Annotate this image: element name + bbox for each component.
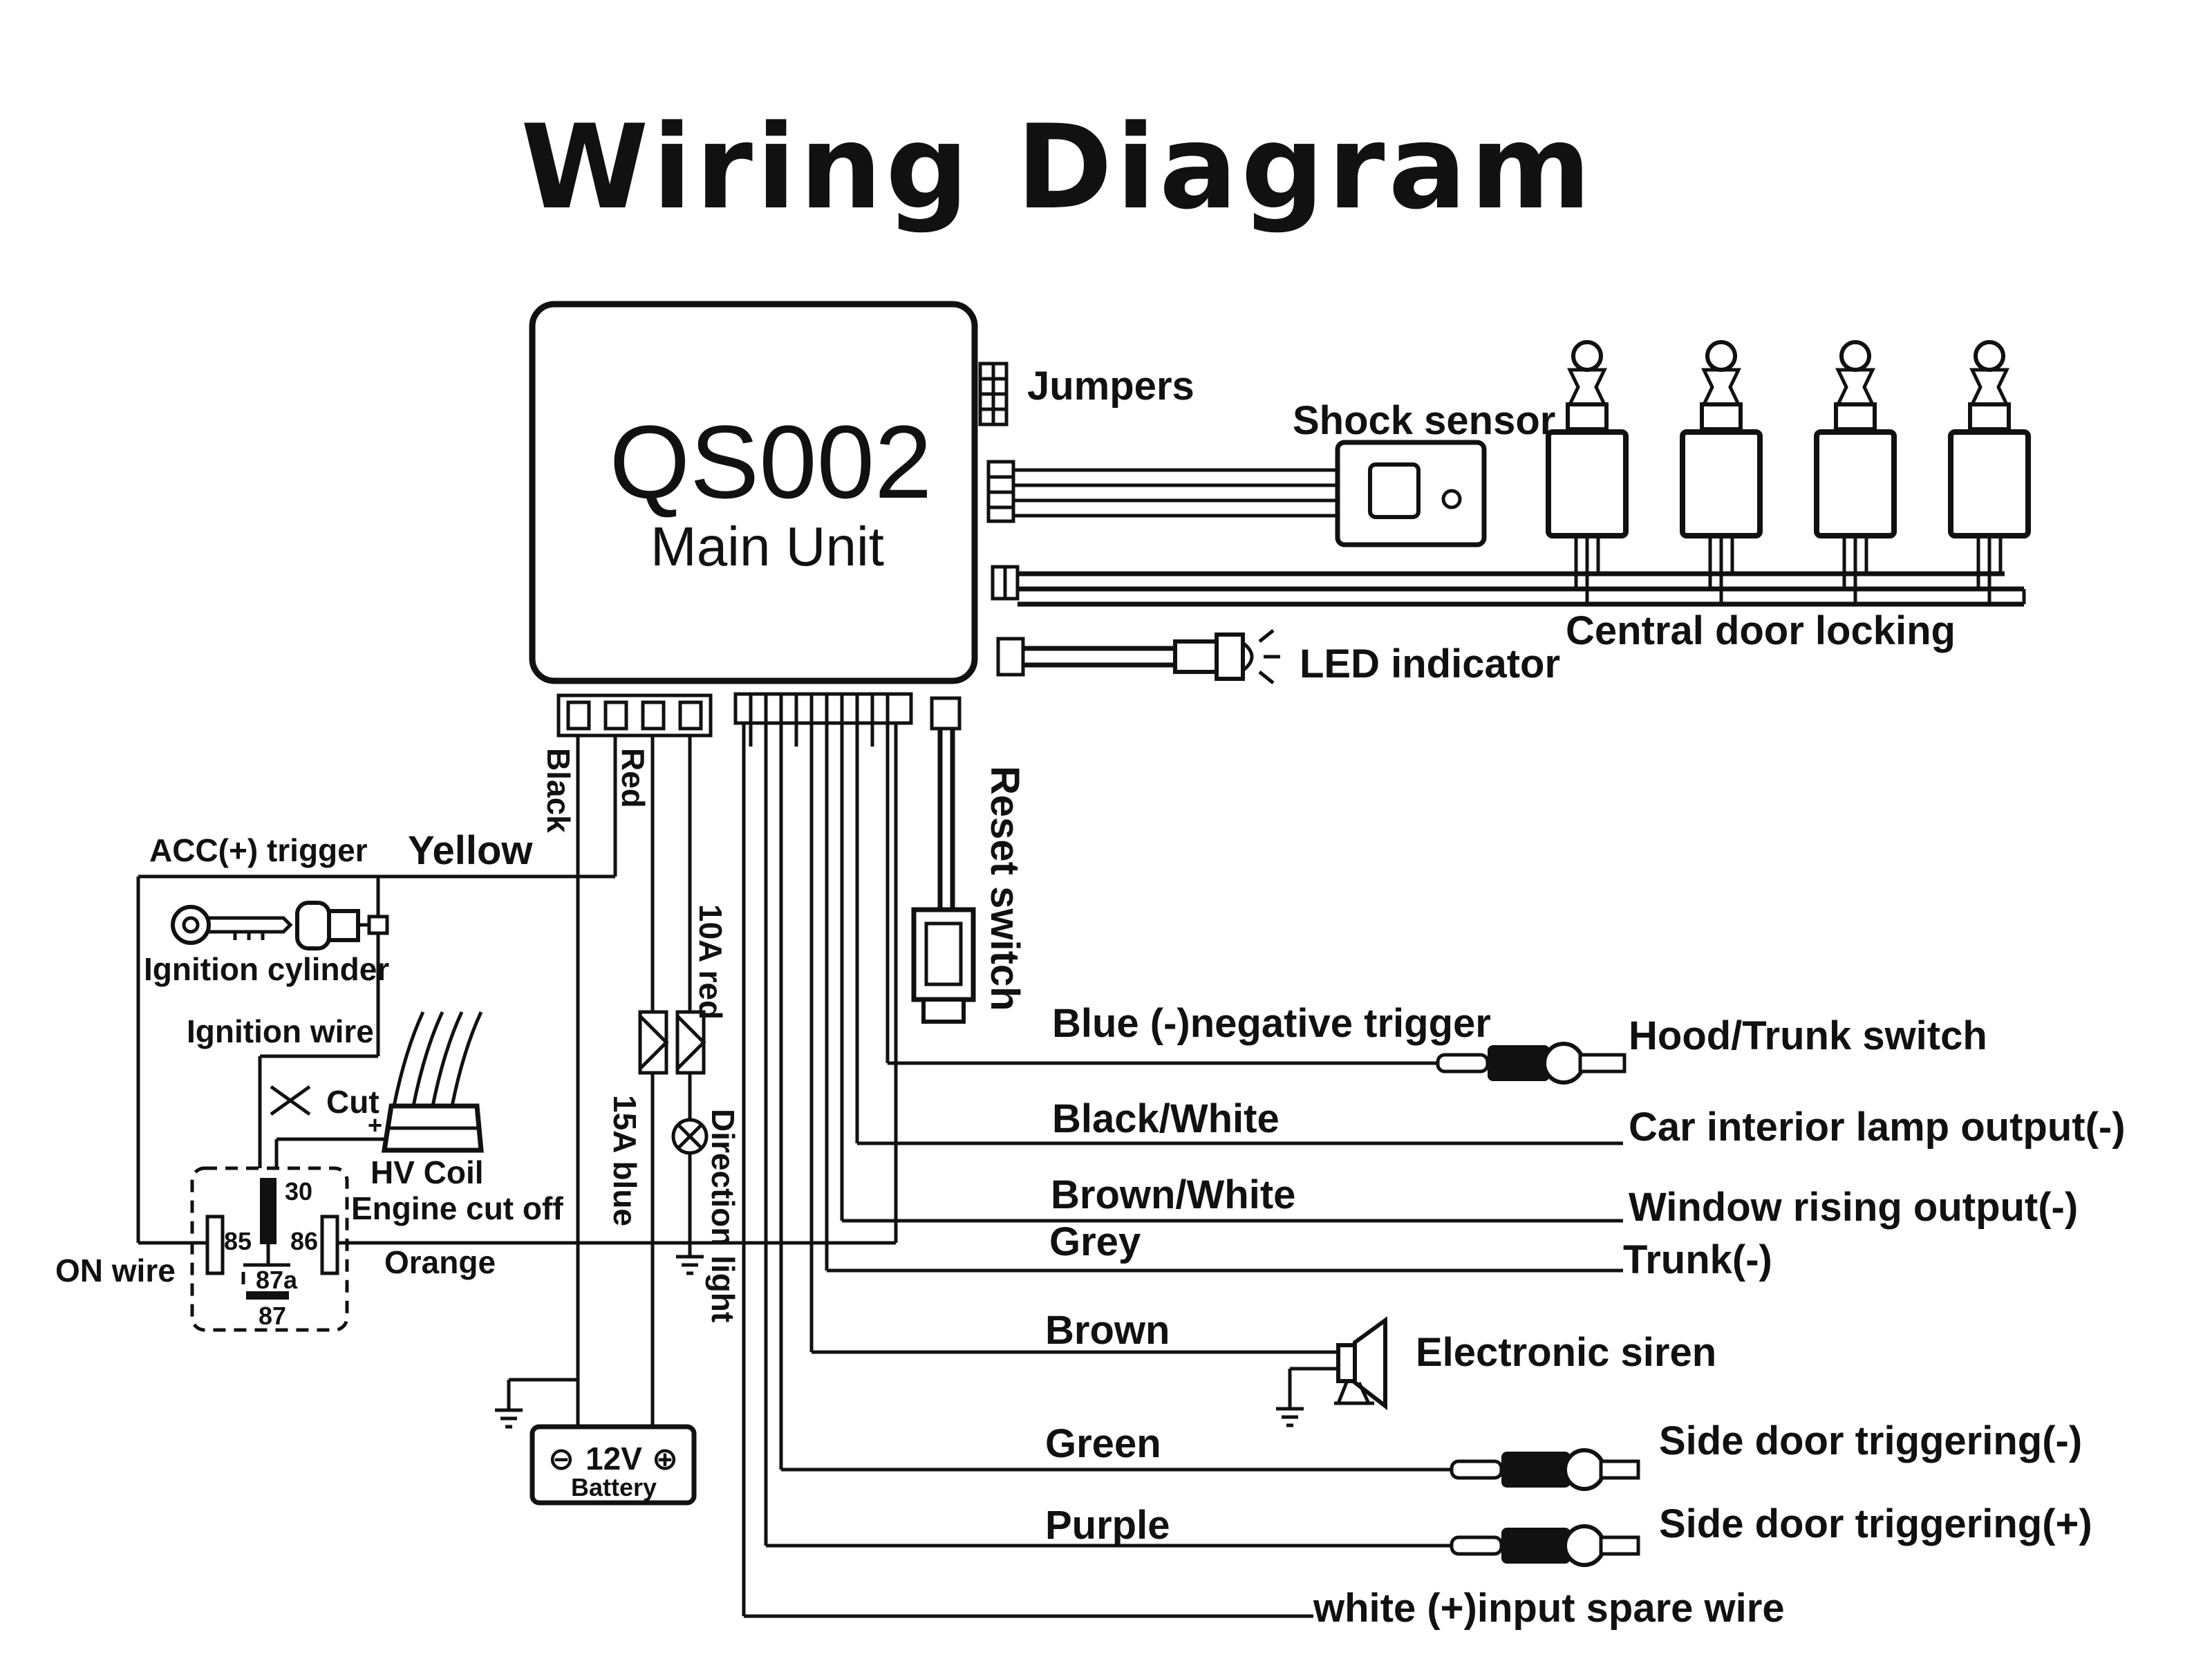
relay-pin-30: 30 <box>285 1177 312 1206</box>
battery-plus-icon: ⊕ <box>652 1441 679 1477</box>
led-indicator-icon <box>1173 629 1280 684</box>
output-function-label-3: Trunk(-) <box>1623 1237 1772 1282</box>
on-wire-label: ON wire <box>55 1253 176 1288</box>
output-function-label-0: Hood/Trunk switch <box>1629 1013 1987 1058</box>
actuator-1 <box>1546 340 1629 604</box>
output-wire-label-6: Purple <box>1045 1503 1170 1548</box>
side-door-switch-pos-icon <box>1450 1524 1640 1567</box>
output-function-label-1: Car interior lamp output(-) <box>1629 1105 2126 1150</box>
hood-trunk-switch-icon <box>1436 1042 1627 1085</box>
output-wire-label-0: Blue (-)negative trigger <box>1052 1001 1491 1046</box>
hv-coil-plus: + <box>368 1111 382 1139</box>
actuator-2 <box>1680 340 1763 604</box>
main-unit: QS002 Main Unit <box>529 301 978 684</box>
shock-sensor-connector <box>986 460 1015 523</box>
hv-coil-label: HV Coil <box>371 1154 484 1190</box>
ignition-cylinder-icon <box>295 901 389 950</box>
ignition-key-icon <box>171 905 293 945</box>
ignition-cylinder-label: Ignition cylinder <box>144 951 389 987</box>
output-function-label-4: Electronic siren <box>1416 1330 1716 1375</box>
battery-minus-icon: ⊖ <box>548 1441 575 1477</box>
reset-switch-label: Reset switch <box>982 766 1027 1011</box>
hv-coil-icon: + <box>368 1011 484 1153</box>
yellow-wire-label: Yellow <box>408 828 533 873</box>
jumpers-connector <box>978 362 1009 427</box>
relay-pin-85: 85 <box>224 1227 252 1255</box>
relay-pin-87a: 87a <box>256 1266 298 1294</box>
shock-sensor <box>1335 440 1487 547</box>
engine-cut-off-label: Engine cut off <box>351 1190 563 1226</box>
acc-trigger-label: ACC(+) trigger <box>149 832 368 868</box>
output-wire-label-1: Black/White <box>1052 1096 1280 1141</box>
reset-switch <box>911 696 976 1024</box>
led-indicator-label: LED indicator <box>1300 641 1560 686</box>
fuse-10a-icon <box>675 1010 706 1075</box>
output-wire-label-7: white (+)input spare wire <box>1313 1586 1785 1631</box>
fuse-10a-label: 10A red <box>693 904 729 1020</box>
output-function-label-5: Side door triggering(-) <box>1659 1418 2082 1463</box>
red-wire-label: Red <box>615 748 651 808</box>
output-function-label-6: Side door triggering(+) <box>1659 1501 2092 1546</box>
fuse-15a-icon <box>638 1010 669 1075</box>
actuator-4 <box>1948 340 2031 604</box>
output-function-label-2: Window rising output(-) <box>1629 1185 2078 1230</box>
output-wire-label-4: Brown <box>1045 1308 1170 1353</box>
ground-icon <box>676 1255 704 1275</box>
relay-pin-87: 87 <box>259 1302 286 1330</box>
battery-ground-icon <box>495 1408 523 1429</box>
siren-ground-icon <box>1276 1407 1304 1427</box>
cut-icon <box>270 1085 311 1116</box>
ignition-wire-label: Ignition wire <box>187 1013 374 1049</box>
direction-light-label: Direction light <box>705 1109 741 1322</box>
battery <box>529 1424 697 1506</box>
jumpers-label: Jumpers <box>1027 364 1194 409</box>
cut-label: Cut <box>326 1084 379 1120</box>
black-wire-label: Black <box>541 748 577 833</box>
battery-voltage: 12V <box>585 1441 642 1477</box>
central-lock-connector <box>991 565 1020 601</box>
main-unit-model: QS002 <box>610 404 932 520</box>
shock-sensor-label: Shock sensor <box>1293 398 1555 443</box>
output-wire-label-2: Brown/White <box>1051 1172 1295 1217</box>
relay-pin-86: 86 <box>290 1227 318 1255</box>
output-wire-label-5: Green <box>1045 1421 1161 1466</box>
output-wire-label-3: Grey <box>1049 1219 1141 1264</box>
relay <box>190 1166 349 1332</box>
diagram-title: Wiring Diagram <box>521 100 1595 235</box>
battery-label: Battery <box>571 1473 657 1501</box>
power-connector <box>556 693 713 738</box>
orange-wire-label: Orange <box>384 1244 496 1280</box>
side-door-switch-neg-icon <box>1450 1448 1640 1491</box>
actuator-3 <box>1814 340 1897 604</box>
central-door-locking-label: Central door locking <box>1566 608 1956 653</box>
harness-connector <box>733 692 913 725</box>
electronic-siren-icon <box>1334 1316 1387 1411</box>
main-unit-subtitle: Main Unit <box>650 516 884 577</box>
fuse-15a-label: 15A blue <box>607 1095 643 1226</box>
direction-light-icon <box>671 1118 709 1155</box>
